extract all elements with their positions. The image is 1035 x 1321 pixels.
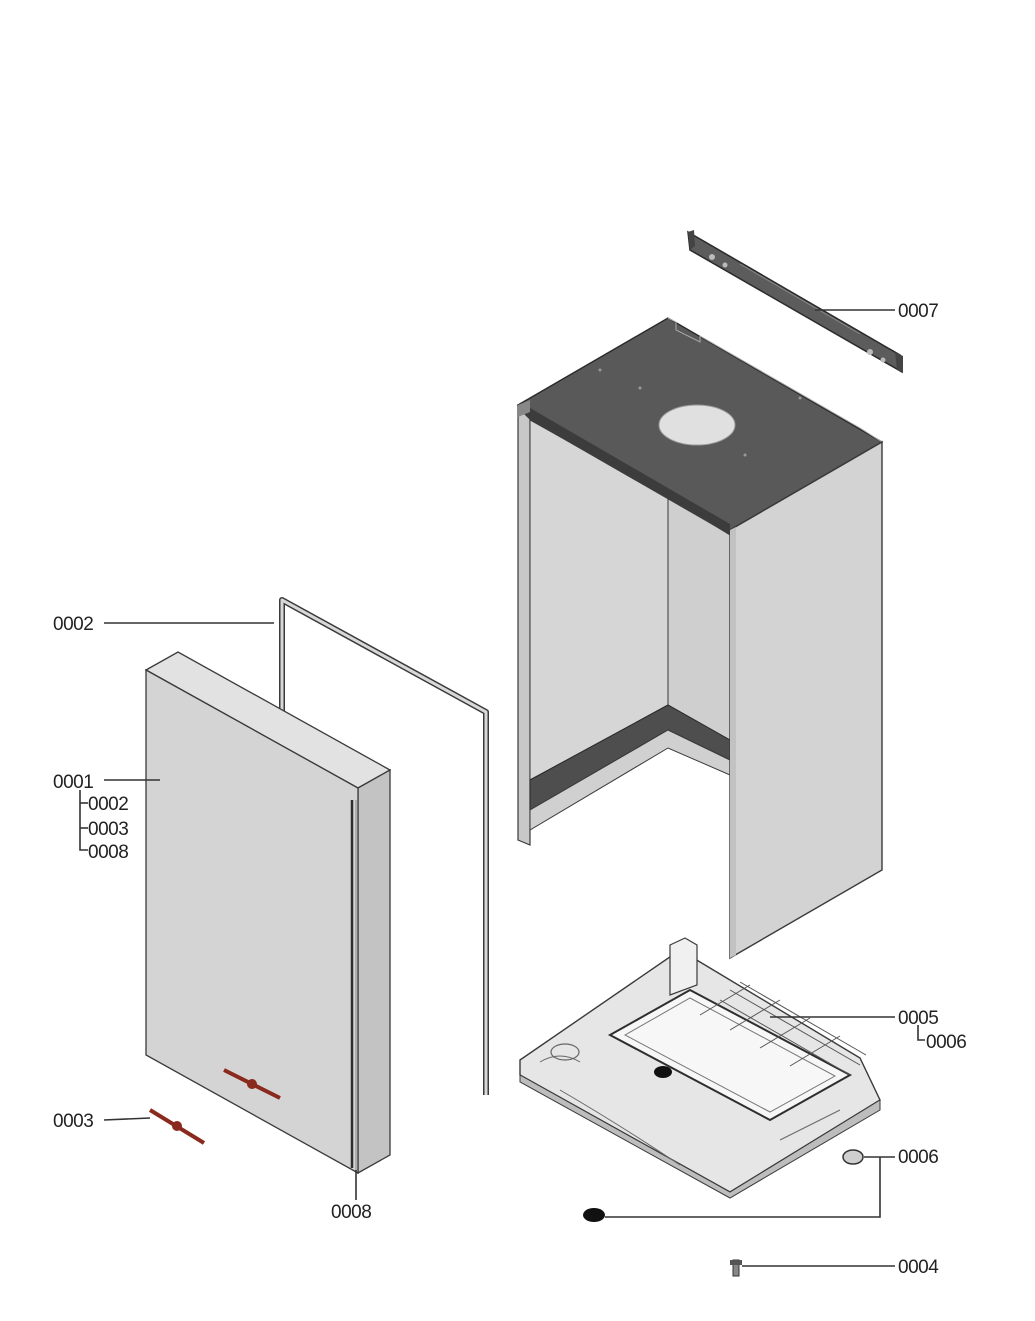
label-0001: 0001 bbox=[53, 772, 93, 793]
part-labels: 0007 0002 0001 0002 0003 0008 0005 0006 … bbox=[53, 301, 967, 1278]
label-0007: 0007 bbox=[898, 301, 938, 322]
screw bbox=[730, 1259, 742, 1277]
label-0003: 0003 bbox=[53, 1111, 93, 1132]
label-0004: 0004 bbox=[898, 1257, 939, 1278]
label-0002: 0002 bbox=[53, 614, 93, 635]
label-0008: 0008 bbox=[331, 1202, 371, 1223]
base-tray bbox=[519, 937, 881, 1199]
mounting-bracket bbox=[687, 230, 903, 374]
label-0005-sub-0006: 0006 bbox=[926, 1032, 966, 1053]
label-0001-sub-0003: 0003 bbox=[88, 819, 128, 840]
brand-logo bbox=[223, 1068, 281, 1100]
label-0005: 0005 bbox=[898, 1008, 938, 1029]
label-0001-sub-0002: 0002 bbox=[88, 794, 128, 815]
grommet-plug bbox=[842, 1149, 864, 1165]
leader-lines bbox=[79, 309, 925, 1267]
casing-frame bbox=[516, 317, 884, 960]
seal-frame bbox=[279, 597, 489, 1095]
grommet-plug-small bbox=[583, 1208, 605, 1222]
front-panel bbox=[144, 651, 392, 1175]
logo-badge bbox=[148, 1108, 206, 1145]
label-0001-sub-0008: 0008 bbox=[88, 842, 128, 863]
label-0006: 0006 bbox=[898, 1147, 938, 1168]
